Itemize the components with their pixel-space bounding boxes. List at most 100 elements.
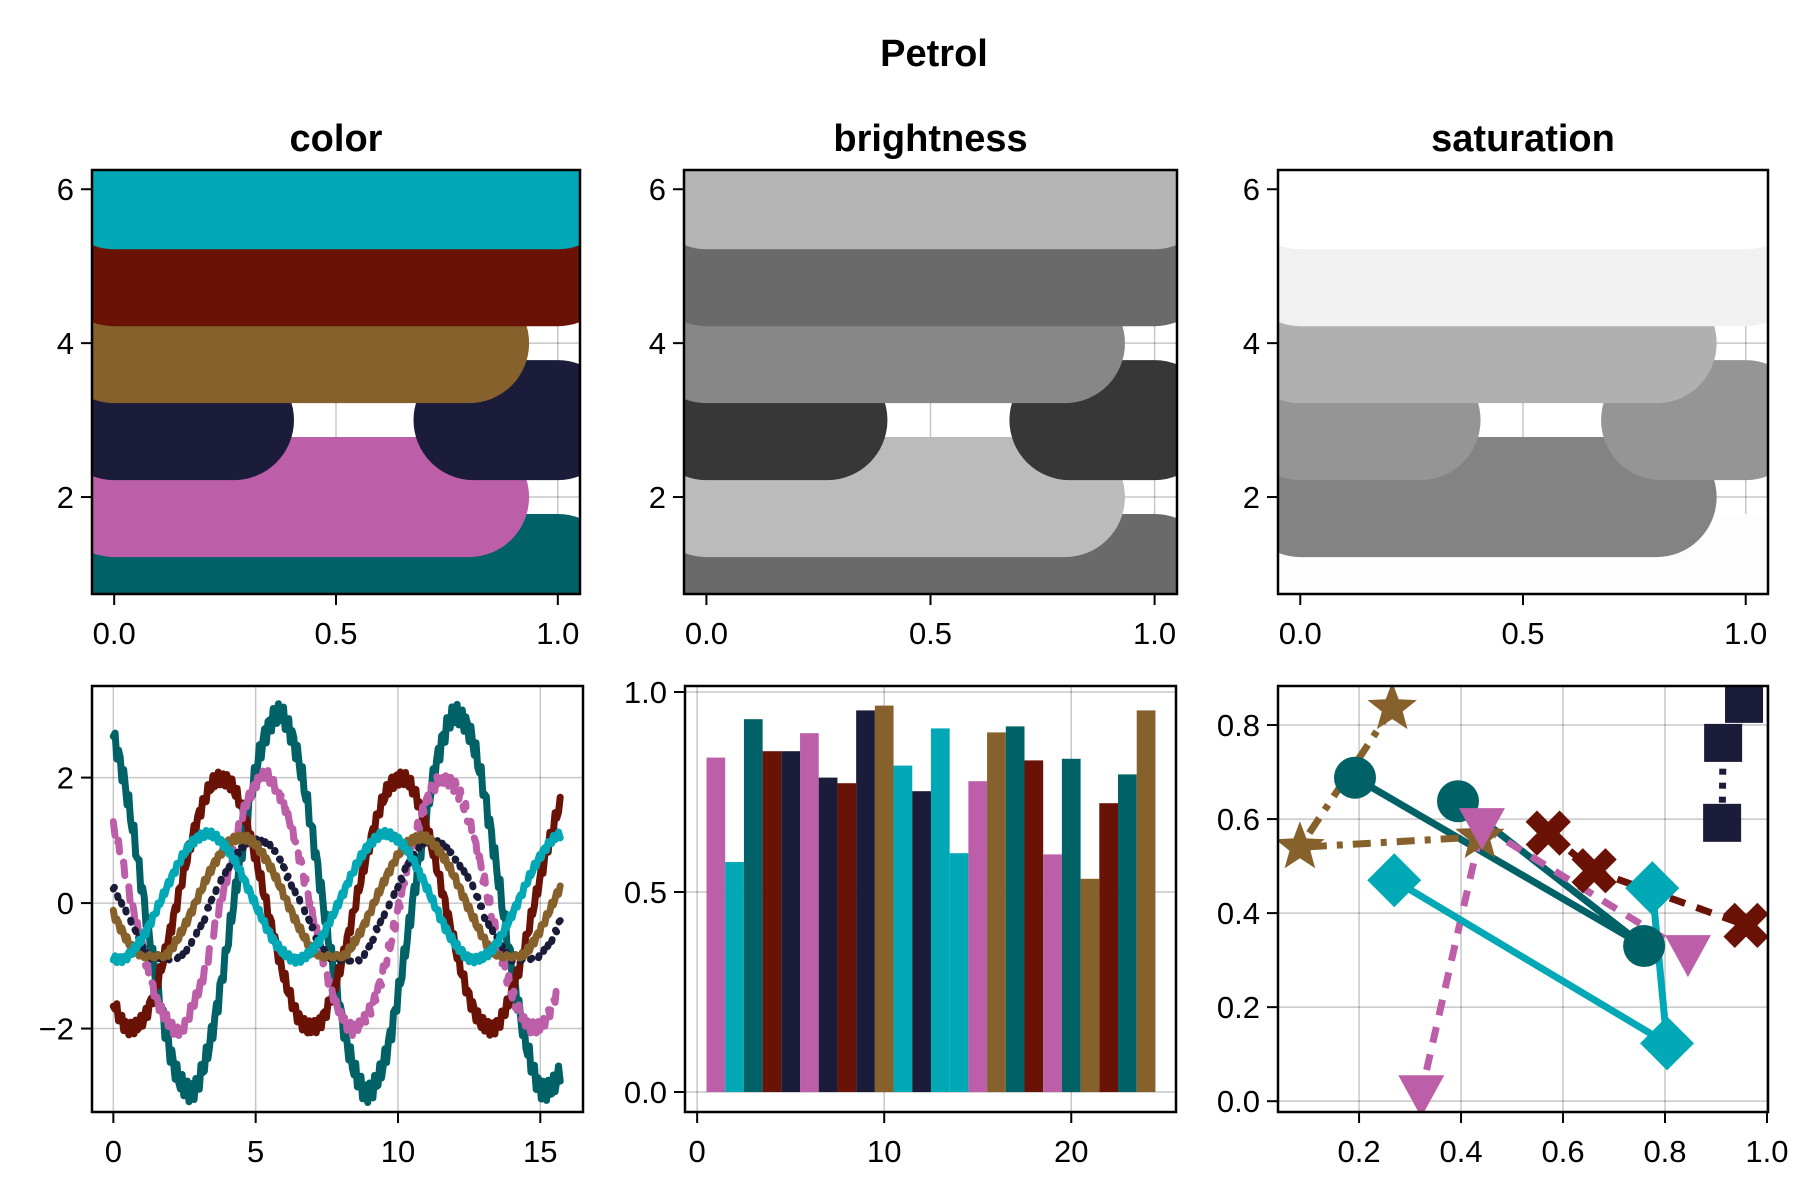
plot-area bbox=[92, 170, 580, 594]
marker-diamond-icon bbox=[1367, 853, 1422, 908]
bar bbox=[874, 705, 894, 1092]
x-tick-label: 20 bbox=[1054, 1134, 1088, 1169]
axes-frame bbox=[90, 684, 585, 1114]
y-tick-label: 4 bbox=[649, 326, 666, 361]
marker-x-icon bbox=[1525, 810, 1571, 856]
bar bbox=[1080, 878, 1100, 1092]
bar bbox=[1136, 710, 1156, 1092]
x-tick-label: 0.6 bbox=[1541, 1134, 1584, 1169]
grid-lines bbox=[1278, 686, 1768, 1112]
x-tick-label: 0.5 bbox=[909, 616, 952, 651]
bar bbox=[725, 862, 744, 1092]
series-line-triangles bbox=[1417, 820, 1690, 1094]
bar bbox=[1061, 758, 1081, 1092]
x-tick-label: 1.0 bbox=[1724, 616, 1767, 651]
x-tick-label: 0 bbox=[689, 1134, 706, 1169]
plot-area bbox=[1278, 170, 1768, 594]
panel-title-color: color bbox=[289, 118, 383, 160]
bar bbox=[1043, 854, 1062, 1092]
x-tick-label: 0.0 bbox=[685, 616, 728, 651]
x-tick-label: 10 bbox=[867, 1134, 901, 1169]
y-tick-label: 0.0 bbox=[624, 1075, 667, 1110]
bar bbox=[706, 757, 726, 1092]
x-tick-label: 1.0 bbox=[1133, 616, 1176, 651]
bar bbox=[856, 710, 875, 1092]
marker-square-icon bbox=[1725, 686, 1764, 723]
marker-diamond-icon bbox=[1625, 861, 1680, 916]
y-tick-label: 2 bbox=[57, 480, 74, 515]
y-tick-label: 0.8 bbox=[1217, 708, 1260, 743]
plot-area bbox=[1278, 686, 1768, 1112]
y-tick-label: 0.6 bbox=[1217, 802, 1260, 837]
tick-labels: 0.0 0.5 1.0 2 4 6 bbox=[649, 172, 1176, 651]
marker-circle-icon bbox=[1623, 925, 1666, 968]
marker-triangle-down-icon bbox=[1664, 935, 1711, 978]
y-tick-label: 4 bbox=[1243, 326, 1260, 361]
bar bbox=[949, 853, 969, 1092]
y-tick-label: 2 bbox=[57, 761, 74, 796]
marker-circle-icon bbox=[1333, 756, 1376, 799]
marker-diamond-icon bbox=[1640, 1016, 1695, 1071]
x-tick-label: 15 bbox=[523, 1134, 557, 1169]
axes-bars: 0 10 20 0.0 0.5 1.0 bbox=[624, 675, 1178, 1169]
x-tick-label: 1.0 bbox=[1745, 1134, 1788, 1169]
axes-frame bbox=[683, 684, 1178, 1114]
marker-square-icon bbox=[1704, 723, 1743, 762]
bar bbox=[968, 781, 988, 1092]
bar bbox=[987, 732, 1006, 1092]
series-line-diamonds bbox=[1392, 877, 1672, 1050]
x-tick-label: 0 bbox=[105, 1134, 122, 1169]
x-tick-label: 0.5 bbox=[314, 616, 357, 651]
series-line-brown bbox=[109, 830, 564, 962]
figure-title: Petrol bbox=[880, 33, 988, 75]
bar bbox=[743, 719, 763, 1092]
panel-title-saturation: saturation bbox=[1431, 118, 1615, 160]
y-tick-label: 1.0 bbox=[624, 675, 667, 710]
y-tick-label: 6 bbox=[57, 172, 74, 207]
y-tick-label: 6 bbox=[649, 172, 666, 207]
bar bbox=[893, 765, 913, 1092]
tick-labels: 0 10 20 0.0 0.5 1.0 bbox=[624, 675, 1089, 1169]
bar bbox=[818, 777, 838, 1092]
series-line-cyan bbox=[109, 826, 564, 967]
y-tick-label: 0 bbox=[57, 886, 74, 921]
y-tick-label: 4 bbox=[57, 326, 74, 361]
plot-area bbox=[706, 705, 1156, 1092]
plot-area bbox=[109, 700, 564, 1106]
bar bbox=[762, 751, 782, 1092]
marker-triangle-down-icon bbox=[1458, 808, 1505, 851]
y-tick-label: 6 bbox=[1243, 172, 1260, 207]
x-tick-label: 10 bbox=[381, 1134, 415, 1169]
axes-brightness: 0.0 0.5 1.0 2 4 6 bbox=[649, 168, 1179, 651]
marker-x-icon bbox=[1723, 902, 1768, 948]
x-tick-label: 0.0 bbox=[1279, 616, 1322, 651]
y-tick-label: 2 bbox=[649, 480, 666, 515]
bar bbox=[912, 791, 931, 1092]
bar bbox=[837, 783, 857, 1092]
series-line-stars bbox=[1293, 706, 1481, 852]
x-tick-label: 1.0 bbox=[536, 616, 579, 651]
bar bbox=[1005, 726, 1025, 1092]
y-tick-label: 0.5 bbox=[624, 875, 667, 910]
panel-title-brightness: brightness bbox=[833, 118, 1028, 160]
y-tick-label: 0.4 bbox=[1217, 896, 1260, 931]
y-tick-label: −2 bbox=[39, 1012, 74, 1047]
marker-star-icon bbox=[1278, 821, 1325, 869]
bar bbox=[1099, 803, 1119, 1092]
y-tick-label: 2 bbox=[1243, 480, 1260, 515]
y-tick-label: 0.0 bbox=[1217, 1084, 1260, 1119]
bar bbox=[800, 733, 819, 1092]
marker-square-icon bbox=[1703, 803, 1742, 842]
marker-x-icon bbox=[1571, 848, 1617, 894]
x-tick-label: 0.4 bbox=[1439, 1134, 1482, 1169]
bar bbox=[1024, 760, 1044, 1092]
